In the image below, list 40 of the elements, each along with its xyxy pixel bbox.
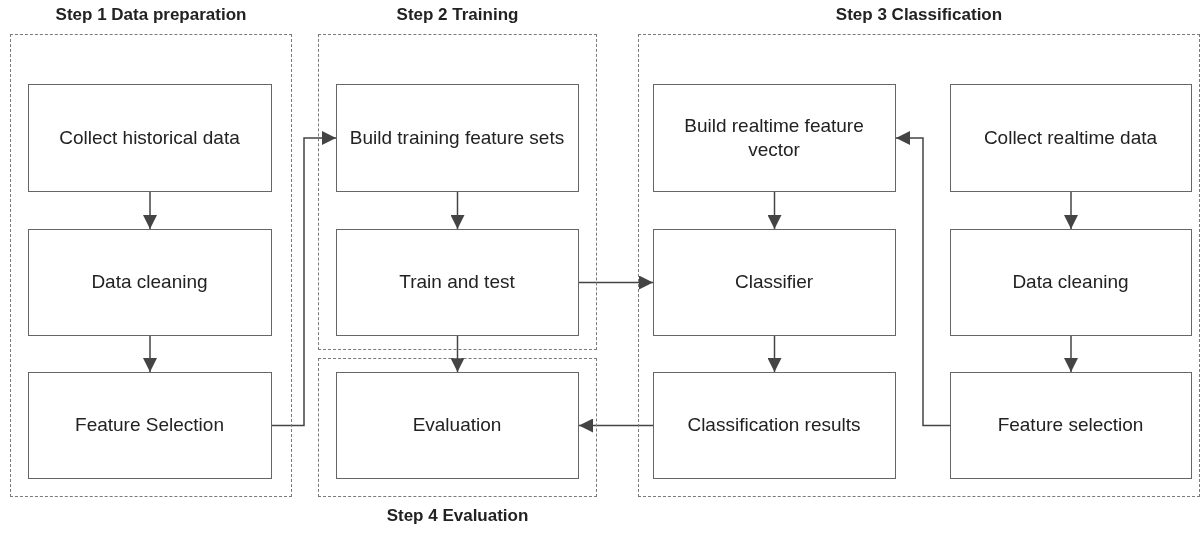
arrow <box>578 418 654 433</box>
arrow <box>450 191 465 230</box>
process-box <box>949 371 1192 479</box>
box-label: Build realtime feature vector <box>683 113 865 162</box>
process-box <box>27 83 272 192</box>
group-heading: Step 3 Classification <box>835 5 1003 25</box>
arrow <box>767 335 782 373</box>
process-box <box>27 228 272 336</box>
process-box <box>652 228 896 336</box>
process-box <box>652 83 896 192</box>
group-heading: Step 2 Training <box>396 5 519 25</box>
box-label: Data cleaning <box>91 270 208 294</box>
arrow <box>1064 191 1078 230</box>
arrow <box>450 335 465 373</box>
group-heading: Step 1 Data preparation <box>55 5 247 25</box>
arrow <box>271 131 337 427</box>
box-label: Build training feature sets <box>349 125 565 150</box>
process-box <box>949 83 1192 192</box>
box-label: Feature Selection <box>75 413 224 437</box>
box-label: Data cleaning <box>1012 270 1129 294</box>
process-box <box>335 83 579 192</box>
arrow <box>143 335 157 373</box>
box-label: Collect historical data <box>59 125 240 150</box>
box-label: Collect realtime data <box>983 125 1158 150</box>
box-label: Classification results <box>687 413 861 437</box>
arrow <box>895 131 951 427</box>
group-heading: Step 4 Evaluation <box>386 506 529 526</box>
box-label: Feature selection <box>997 413 1144 437</box>
arrow <box>578 275 654 290</box>
process-box <box>27 371 272 479</box>
box-label: Evaluation <box>412 413 502 437</box>
process-box <box>335 371 579 479</box>
process-box <box>335 228 579 336</box>
box-label: Classifier <box>734 270 814 294</box>
box-label: Train and test <box>399 270 515 294</box>
arrow <box>1064 335 1078 373</box>
arrow <box>143 191 157 230</box>
process-box <box>949 228 1192 336</box>
arrow <box>767 191 782 230</box>
process-box <box>652 371 896 479</box>
